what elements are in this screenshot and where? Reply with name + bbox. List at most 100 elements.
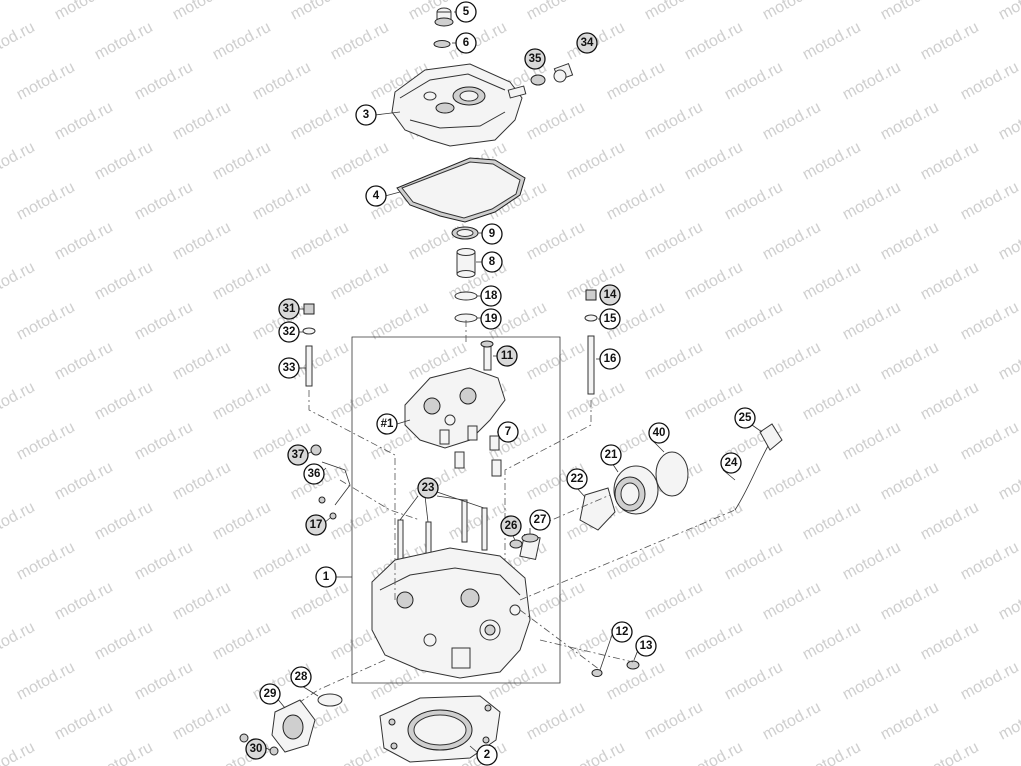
callout-layer: 5 6 35 34 3 4 9 8 18 19 31 32 33 14 15 — [245, 1, 756, 766]
watermark-text: motod.ru — [604, 179, 668, 224]
callout-7-label: 7 — [505, 426, 511, 438]
watermark-text: motod.ru — [958, 419, 1021, 464]
callout-29[interactable]: 29 — [259, 683, 281, 705]
callout-28[interactable]: 28 — [290, 666, 312, 688]
watermark-text: motod.ru — [210, 619, 274, 664]
watermark-text: motod.ru — [642, 579, 706, 624]
callout-12[interactable]: 12 — [611, 621, 633, 643]
callout-19[interactable]: 19 — [480, 308, 502, 330]
callout-37-label: 37 — [292, 449, 305, 461]
part-28-gasket — [317, 693, 343, 707]
callout-25[interactable]: 25 — [734, 407, 756, 429]
callout-8[interactable]: 8 — [481, 251, 503, 273]
callout-17[interactable]: 17 — [305, 514, 327, 536]
callout-24[interactable]: 24 — [720, 452, 742, 474]
watermark-text: motod.ru — [800, 619, 864, 664]
assembly-frame — [351, 336, 561, 684]
callout-22-label: 22 — [571, 473, 584, 485]
watermark-text: motod.ru — [132, 299, 196, 344]
watermark-text: motod.ru — [170, 699, 234, 744]
watermark-text: motod.ru — [524, 99, 588, 144]
watermark-text: motod.ru — [682, 139, 746, 184]
watermark-text: motod.ru — [642, 699, 706, 744]
watermark-text: motod.ru — [524, 339, 588, 384]
callout-32-label: 32 — [283, 326, 296, 338]
callout-27[interactable]: 27 — [529, 509, 551, 531]
callout-21[interactable]: 21 — [600, 444, 622, 466]
callout-32[interactable]: 32 — [278, 321, 300, 343]
watermark-text: motod.ru — [996, 0, 1021, 24]
watermark-text: motod.ru — [840, 299, 904, 344]
watermark-text: motod.ru — [52, 339, 116, 384]
watermark-text: motod.ru — [210, 379, 274, 424]
callout-34[interactable]: 34 — [576, 32, 598, 54]
callout-hash-1[interactable]: #1 — [376, 413, 398, 435]
watermark-text: motod.ru — [840, 419, 904, 464]
callout-35[interactable]: 35 — [524, 48, 546, 70]
part-13-washer — [626, 660, 640, 670]
watermark-text: motod.ru — [996, 699, 1021, 744]
callout-3[interactable]: 3 — [355, 104, 377, 126]
watermark-text: motod.ru — [14, 659, 78, 704]
callout-1-label: 1 — [323, 571, 330, 583]
watermark-text: motod.ru — [170, 219, 234, 264]
callout-6[interactable]: 6 — [455, 32, 477, 54]
watermark-text: motod.ru — [878, 339, 942, 384]
callout-9[interactable]: 9 — [481, 223, 503, 245]
watermark-text: motod.ru — [800, 739, 864, 766]
callout-5[interactable]: 5 — [455, 1, 477, 23]
watermark-text: motod.ru — [682, 739, 746, 766]
callout-40[interactable]: 40 — [648, 422, 670, 444]
callout-18[interactable]: 18 — [480, 285, 502, 307]
watermark-text: motod.ru — [0, 379, 38, 424]
watermark-text: motod.ru — [524, 219, 588, 264]
watermark-text: motod.ru — [524, 0, 588, 24]
part-5-cap — [434, 7, 454, 27]
callout-33[interactable]: 33 — [278, 357, 300, 379]
watermark-text: motod.ru — [564, 139, 628, 184]
callout-33-label: 33 — [283, 362, 296, 374]
callout-14[interactable]: 14 — [599, 284, 621, 306]
watermark-text: motod.ru — [92, 739, 156, 766]
watermark-text: motod.ru — [288, 99, 352, 144]
watermark-text: motod.ru — [210, 499, 274, 544]
callout-6-label: 6 — [463, 37, 469, 49]
callout-22[interactable]: 22 — [566, 468, 588, 490]
watermark-text: motod.ru — [800, 259, 864, 304]
callout-31[interactable]: 31 — [278, 298, 300, 320]
watermark-text: motod.ru — [918, 499, 982, 544]
part-2-head-gasket — [379, 695, 501, 763]
watermark-text: motod.ru — [722, 179, 786, 224]
watermark-text: motod.ru — [170, 459, 234, 504]
callout-36[interactable]: 36 — [303, 463, 325, 485]
callout-18-label: 18 — [485, 290, 498, 302]
watermark-text: motod.ru — [760, 219, 824, 264]
callout-30[interactable]: 30 — [245, 738, 267, 760]
callout-13[interactable]: 13 — [635, 635, 657, 657]
callout-15-label: 15 — [604, 313, 617, 325]
callout-7[interactable]: 7 — [497, 421, 519, 443]
watermark-text: motod.ru — [722, 539, 786, 584]
callout-15[interactable]: 15 — [599, 308, 621, 330]
watermark-text: motod.ru — [760, 339, 824, 384]
part-12-plug — [591, 669, 603, 677]
callout-9-label: 9 — [489, 228, 495, 240]
watermark-text: motod.ru — [682, 259, 746, 304]
watermark-text: motod.ru — [210, 139, 274, 184]
part-camshaft-carrier — [404, 340, 506, 449]
part-31-33-stud — [302, 303, 316, 387]
watermark-text: motod.ru — [996, 99, 1021, 144]
watermark-text: motod.ru — [722, 659, 786, 704]
callout-16[interactable]: 16 — [599, 348, 621, 370]
callout-37[interactable]: 37 — [287, 444, 309, 466]
callout-11[interactable]: 11 — [496, 345, 518, 367]
callout-4[interactable]: 4 — [365, 185, 387, 207]
part-7-lifters — [439, 425, 502, 477]
callout-23[interactable]: 23 — [417, 477, 439, 499]
callout-2[interactable]: 2 — [476, 744, 498, 766]
callout-hash-1-label: #1 — [381, 418, 394, 430]
callout-26[interactable]: 26 — [500, 515, 522, 537]
callout-1[interactable]: 1 — [315, 566, 337, 588]
callout-16-label: 16 — [604, 353, 617, 365]
